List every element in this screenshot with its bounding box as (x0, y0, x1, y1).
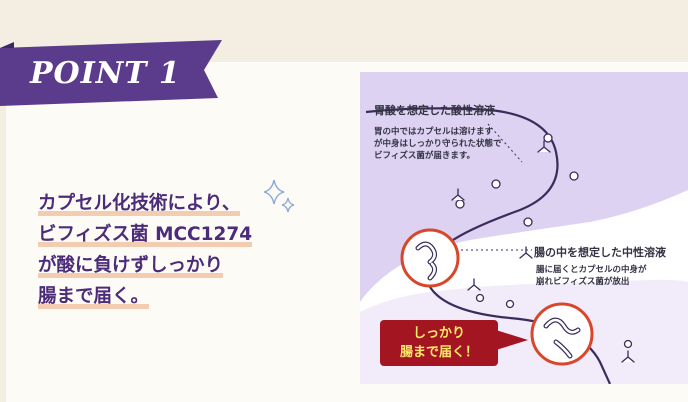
neutral-desc-line-2: 崩れビフィズス菌が放出 (536, 277, 630, 287)
headline-line-4: 腸まで届く。 (38, 286, 150, 309)
neutral-solution-title: 腸の中を想定した中性溶液 (534, 246, 666, 259)
callout-box: しっかり 腸まで届く！ (380, 320, 498, 366)
acid-desc-line-3: ビフィズス菌が届きます。 (374, 151, 475, 161)
acid-desc-line-1: 胃の中ではカプセルは溶けます (374, 127, 494, 137)
point-label: POINT 1 (30, 56, 181, 91)
acid-solution-desc: 胃の中ではカプセルは溶けます が中身はしっかり守られた状態で ビフィズス菌が届き… (374, 126, 502, 162)
acid-solution-title: 胃酸を想定した酸性溶液 (374, 104, 495, 117)
acid-desc-line-2: が中身はしっかり守られた状態で (374, 139, 502, 149)
headline: カプセル化技術により、 ビフィズス菌 MCC1274 が酸に負けずしっかり 腸ま… (38, 188, 298, 312)
headline-line-3: が酸に負けずしっかり (38, 255, 224, 278)
callout-tail (496, 330, 528, 350)
neutral-solution-desc: 腸に届くとカプセルの中身が 崩れビフィズス菌が放出 (536, 264, 647, 288)
headline-line-2: ビフィズス菌 MCC1274 (38, 224, 253, 247)
point-ribbon (0, 40, 222, 106)
headline-line-1: カプセル化技術により、 (38, 193, 241, 216)
callout-line-2: 腸まで届く！ (399, 345, 478, 360)
neutral-desc-line-1: 腸に届くとカプセルの中身が (536, 265, 647, 275)
callout-line-1: しっかり (412, 326, 465, 341)
capsule-diagram: 胃酸を想定した酸性溶液 胃の中ではカプセルは溶けます が中身はしっかり守られた状… (360, 72, 688, 384)
sparkle-icon (263, 179, 295, 213)
